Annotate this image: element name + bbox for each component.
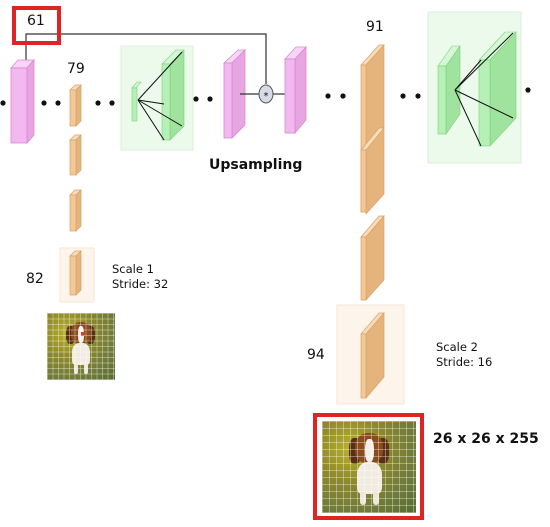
layer-number-82: 82 — [26, 271, 44, 287]
tan-block-91-c — [360, 215, 385, 301]
tan-block-91-b — [360, 127, 385, 213]
layer-61-block — [10, 58, 35, 145]
highlight-box-output — [313, 413, 424, 520]
layer-number-91: 91 — [366, 19, 384, 35]
tan-block-91-a — [360, 44, 385, 215]
ellipsis-dots — [0, 87, 531, 106]
tan-block-79-b — [69, 134, 82, 176]
stride1-label: Stride: 32 — [112, 277, 169, 291]
tan-block-94 — [360, 312, 385, 399]
highlight-box-61 — [12, 6, 61, 45]
output-dimensions-label: 26 x 26 x 255 — [433, 431, 539, 447]
concat-circle-icon: * — [258, 84, 274, 104]
detection-head-right — [437, 31, 517, 147]
tan-block-79-a — [69, 84, 82, 127]
detection-head-left — [131, 49, 185, 141]
skip-connection-line — [25, 33, 267, 84]
pink-block-upsample-in — [222, 49, 246, 139]
pink-block-concat-out — [284, 45, 307, 135]
tan-block-82 — [69, 250, 82, 296]
layer-number-94: 94 — [307, 347, 325, 363]
beagle-photo-scale1 — [47, 313, 115, 380]
stride2-label: Stride: 16 — [436, 355, 493, 369]
svg-text:*: * — [264, 91, 269, 102]
layer-number-79: 79 — [67, 61, 85, 77]
scale1-label: Scale 1 — [112, 262, 154, 276]
layer-number-61: 61 — [27, 13, 45, 29]
beagle-photo-scale2 — [322, 421, 416, 513]
tan-block-79-c — [69, 189, 82, 232]
scale2-label: Scale 2 — [436, 340, 478, 354]
upsampling-label: Upsampling — [209, 157, 303, 173]
